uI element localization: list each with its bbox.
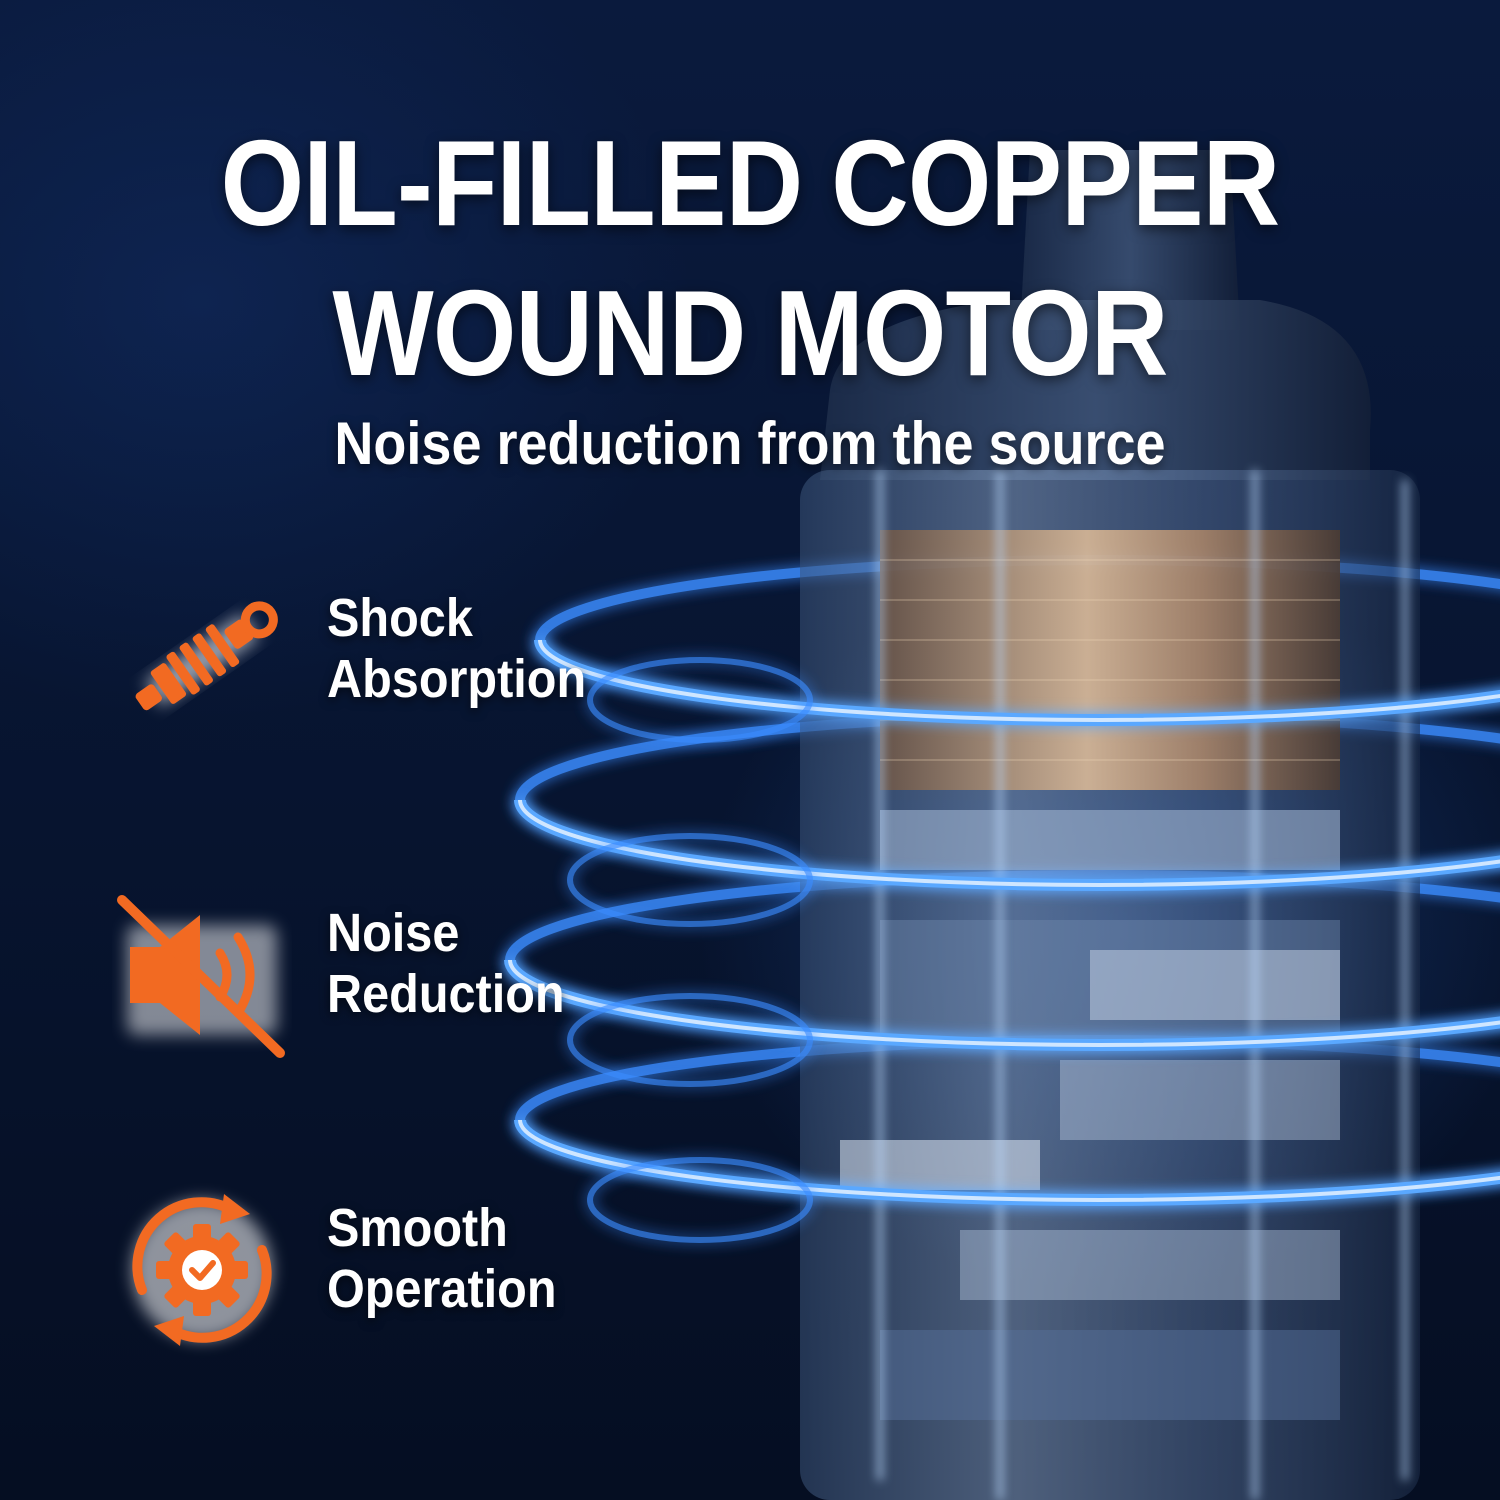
feature-label-line-1: Smooth bbox=[327, 1198, 508, 1258]
gear-check-cycle-icon bbox=[132, 1194, 272, 1346]
feature-label: Noise Reduction bbox=[327, 903, 565, 1025]
feature-shock-absorption: Shock Absorption bbox=[112, 570, 732, 750]
feature-label-line-1: Noise bbox=[327, 903, 460, 963]
feature-label: Smooth Operation bbox=[327, 1198, 557, 1320]
feature-label-line-2: Operation bbox=[327, 1259, 557, 1319]
feature-label-line-1: Shock bbox=[327, 588, 473, 648]
feature-label: Shock Absorption bbox=[327, 588, 586, 710]
shock-absorber-icon bbox=[135, 601, 278, 711]
feature-smooth-operation: Smooth Operation bbox=[112, 1180, 732, 1360]
subtitle: Noise reduction from the source bbox=[334, 410, 1166, 477]
headline: OIL-FILLED COPPER WOUND MOTOR bbox=[90, 108, 1410, 408]
muted-speaker-icon bbox=[117, 895, 285, 1058]
headline-line-2: WOUND MOTOR bbox=[332, 265, 1168, 401]
headline-line-1: OIL-FILLED COPPER bbox=[220, 115, 1281, 251]
feature-label-line-2: Absorption bbox=[327, 649, 587, 709]
feature-label-line-2: Reduction bbox=[327, 964, 565, 1024]
feature-noise-reduction: Noise Reduction bbox=[112, 885, 732, 1065]
